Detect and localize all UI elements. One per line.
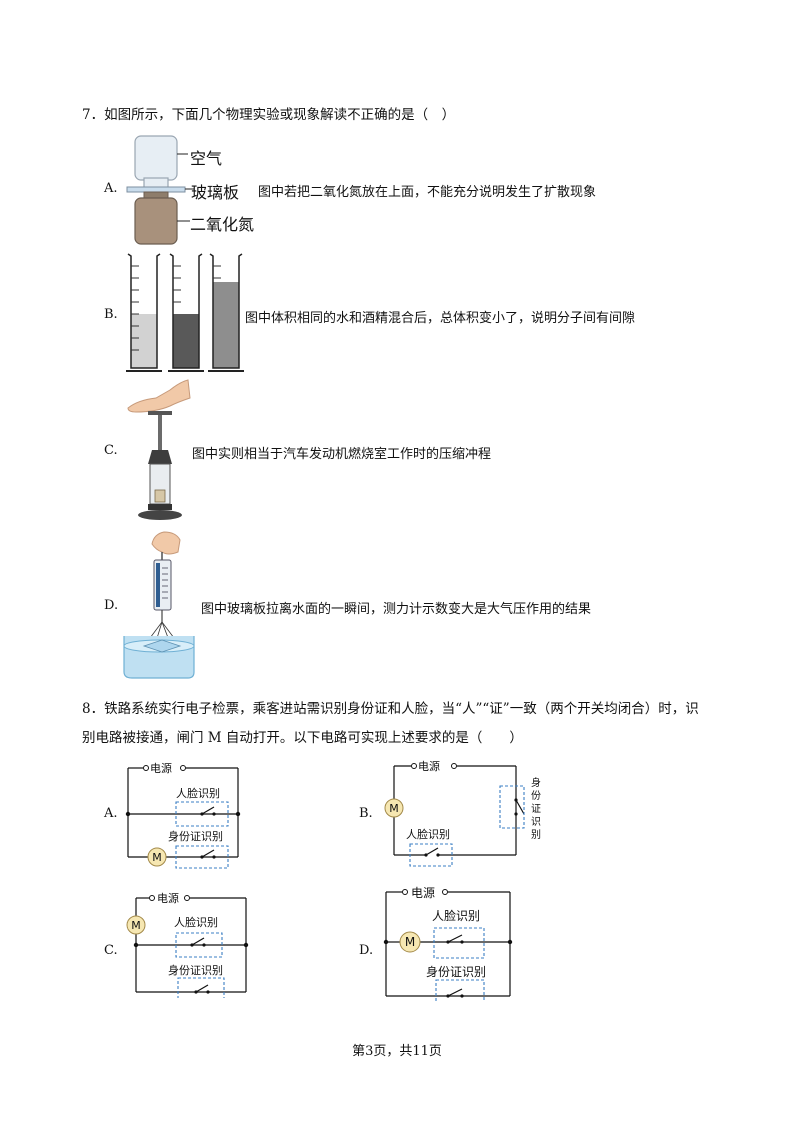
spring-scale-figure bbox=[123, 531, 195, 679]
circuit-b-figure: M 电源 人脸识别 身 份 证 识 别 bbox=[384, 759, 541, 867]
q7-option-b-text: 图中体积相同的水和酒精混合后，总体积变小了，说明分子间有间隙 bbox=[245, 311, 636, 326]
glass-plate-label: 玻璃板 bbox=[191, 183, 240, 202]
id-label-b-1: 身 bbox=[531, 776, 541, 789]
page-footer: 第3页，共11页 bbox=[352, 1044, 442, 1059]
motor-label-a: M bbox=[152, 851, 162, 864]
q7-option-a-letter: A. bbox=[104, 181, 118, 196]
face-label-b: 人脸识别 bbox=[406, 827, 450, 841]
power-label-c: 电源 bbox=[157, 891, 179, 905]
diffusion-jars-figure bbox=[126, 135, 194, 245]
q7-option-d-text: 图中玻璃板拉离水面的一瞬间，测力计示数变大是大气压作用的结果 bbox=[201, 602, 592, 617]
air-compression-figure bbox=[127, 379, 191, 520]
power-label-b: 电源 bbox=[418, 759, 440, 773]
motor-label-c: M bbox=[131, 919, 141, 932]
face-label-d: 人脸识别 bbox=[432, 909, 480, 923]
q7-stem: 7．如图所示，下面几个物理实验或现象解读不正确的是（ ） bbox=[82, 107, 456, 123]
q8-option-b-letter: B. bbox=[359, 806, 373, 821]
q8-stem-line-1: 8．铁路系统实行电子检票，乘客进站需识别身份证和人脸，当“人”“证”一致（两个开… bbox=[82, 701, 699, 717]
id-label-d: 身份证识别 bbox=[426, 964, 486, 979]
id-label-b-4: 识 bbox=[531, 816, 541, 828]
id-label-a: 身份证识别 bbox=[168, 829, 223, 843]
circuit-c-figure: M 电源 人脸识别 身份证识别 bbox=[126, 891, 249, 998]
id-label-b-5: 别 bbox=[531, 829, 541, 841]
q7-option-c-text: 图中实则相当于汽车发动机燃烧室工作时的压缩冲程 bbox=[192, 447, 492, 462]
motor-label-b: M bbox=[389, 802, 399, 815]
id-label-b-3: 证 bbox=[531, 803, 541, 815]
q8-option-a-letter: A. bbox=[104, 806, 118, 821]
q7-option-a-text: 图中若把二氧化氮放在上面，不能充分说明发生了扩散现象 bbox=[258, 185, 597, 200]
id-label-b-2: 份 bbox=[531, 790, 541, 802]
circuit-a-figure: M 电源 人脸识别 身份证识别 bbox=[125, 761, 241, 869]
power-label-a: 电源 bbox=[150, 761, 172, 775]
no2-label: 二氧化氮 bbox=[190, 215, 255, 234]
graduated-cylinders-figure bbox=[126, 253, 244, 372]
circuit-d-figure: M 电源 人脸识别 身份证识别 bbox=[383, 886, 513, 1002]
power-label-d: 电源 bbox=[411, 886, 435, 900]
face-label-c: 人脸识别 bbox=[174, 915, 218, 929]
id-label-c: 身份证识别 bbox=[168, 963, 223, 977]
q7-option-b-letter: B. bbox=[104, 307, 118, 322]
q7-option-c-letter: C. bbox=[104, 443, 118, 458]
air-label: 空气 bbox=[190, 149, 223, 168]
q7-option-d-letter: D. bbox=[104, 598, 119, 613]
motor-label-d: M bbox=[405, 935, 415, 949]
q8-stem-line-2: 别电路被接通，闸门 M 自动打开。以下电路可实现上述要求的是（ ） bbox=[82, 730, 523, 746]
q8-option-d-letter: D. bbox=[359, 943, 374, 958]
face-label-a: 人脸识别 bbox=[176, 786, 220, 800]
q8-option-c-letter: C. bbox=[104, 943, 118, 958]
